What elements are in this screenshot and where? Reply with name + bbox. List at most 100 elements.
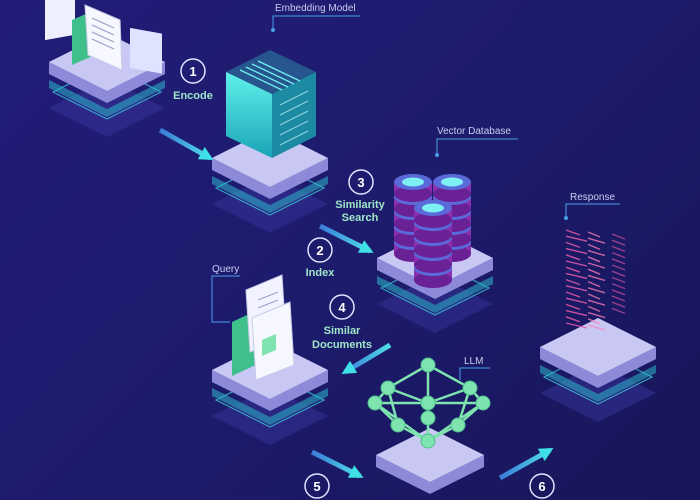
- response-platform: [540, 318, 656, 422]
- flow-arrow: [341, 342, 392, 375]
- callout-embedding-model: Embedding Model: [271, 3, 360, 32]
- flow-arrow: [158, 127, 214, 161]
- callout-response: Response: [564, 192, 620, 220]
- code-line: [611, 233, 626, 240]
- code-line: [611, 282, 626, 290]
- vector-database-icon: [394, 174, 471, 288]
- code-line: [565, 229, 581, 236]
- platform-top: [540, 318, 656, 376]
- llm-platform: [376, 428, 484, 494]
- db-disk-bottom: [414, 272, 452, 288]
- platform-shadow: [540, 364, 656, 422]
- code-line: [587, 280, 601, 288]
- platform-glow: [212, 388, 328, 425]
- platform-side: [49, 62, 165, 103]
- llm-node: [390, 417, 406, 433]
- llm-label: LLM: [464, 356, 483, 367]
- code-line: [587, 231, 601, 238]
- step-5: 5: [304, 473, 330, 499]
- platform-shadow: [212, 387, 328, 445]
- code-line: [587, 249, 606, 257]
- platforms: [49, 33, 656, 494]
- step-label: Index: [306, 267, 336, 279]
- code-line: [587, 318, 601, 325]
- db-disk-bottom: [414, 257, 452, 273]
- code-line: [611, 295, 626, 302]
- step-circle: [329, 294, 355, 320]
- llm-node: [450, 417, 466, 433]
- platform-shadow: [49, 79, 165, 137]
- cube-right: [272, 72, 316, 158]
- callout-line: [272, 15, 360, 30]
- step-label: Search: [342, 212, 379, 224]
- platform-glow: [540, 365, 656, 402]
- code-line: [587, 256, 601, 263]
- llm-edge: [387, 363, 429, 390]
- step-circle: [304, 473, 330, 499]
- step-number: 6: [538, 479, 545, 494]
- code-line: [611, 270, 626, 277]
- document-image: [262, 334, 276, 356]
- llm-node: [420, 433, 436, 449]
- code-line: [611, 276, 626, 284]
- platform-glow: [377, 276, 493, 313]
- platform-side: [212, 158, 328, 199]
- code-line: [565, 266, 581, 273]
- step-label: Documents: [312, 339, 372, 351]
- step-1: 1 Encode: [173, 58, 213, 102]
- code-line: [611, 245, 626, 253]
- flow-arrow: [318, 223, 374, 254]
- cube-slots: [279, 90, 309, 146]
- vector-database-label: Vector Database: [437, 126, 511, 137]
- embedding-model-server-icon: [226, 50, 316, 158]
- code-line: [587, 311, 606, 319]
- llm-node: [380, 380, 396, 396]
- platform-side: [377, 258, 493, 299]
- code-line: [565, 241, 581, 249]
- callout-vector-database: Vector Database: [435, 126, 518, 157]
- arrow-head-icon: [341, 360, 358, 375]
- step-label: Encode: [173, 90, 213, 102]
- code-line: [611, 258, 626, 265]
- platform-shadow: [377, 275, 493, 333]
- step-circle: [307, 237, 333, 263]
- platform-glow: [49, 80, 165, 117]
- db-disk-light: [422, 203, 444, 213]
- embedding-model-label: Embedding Model: [275, 3, 356, 14]
- step-label: Similar: [324, 325, 361, 337]
- callout-dot: [271, 28, 275, 32]
- code-line: [587, 237, 606, 244]
- code-line: [565, 316, 581, 323]
- step-number: 4: [338, 300, 346, 315]
- platform-shadow: [212, 175, 328, 233]
- code-line: [565, 247, 588, 255]
- code-line: [587, 243, 601, 251]
- callout-line: [436, 138, 518, 155]
- document-sheet: [130, 27, 162, 74]
- code-line: [565, 260, 588, 267]
- callout-dot: [435, 153, 439, 157]
- code-line: [587, 299, 606, 306]
- step-circle: [529, 473, 555, 499]
- platform-top: [376, 428, 484, 482]
- step-6: 6: [529, 473, 555, 499]
- step-circle: [348, 169, 374, 195]
- query-label: Query: [212, 264, 239, 275]
- step-3: 3 Similarity Search: [335, 169, 386, 224]
- code-line: [565, 291, 581, 298]
- code-line: [611, 289, 626, 296]
- cube-top: [226, 50, 316, 94]
- arrow-head-icon: [537, 448, 554, 461]
- callout-line: [459, 367, 490, 380]
- document-sheet: [45, 0, 75, 41]
- platform-side: [376, 455, 484, 494]
- code-line: [565, 285, 588, 292]
- llm-network-icon: [367, 357, 491, 449]
- flow-arrow: [498, 447, 554, 481]
- query-documents-icon: [232, 274, 295, 381]
- llm-edge: [427, 363, 471, 390]
- documents-stack-icon: [45, 0, 162, 74]
- code-line: [587, 262, 606, 269]
- callout-line: [211, 275, 240, 323]
